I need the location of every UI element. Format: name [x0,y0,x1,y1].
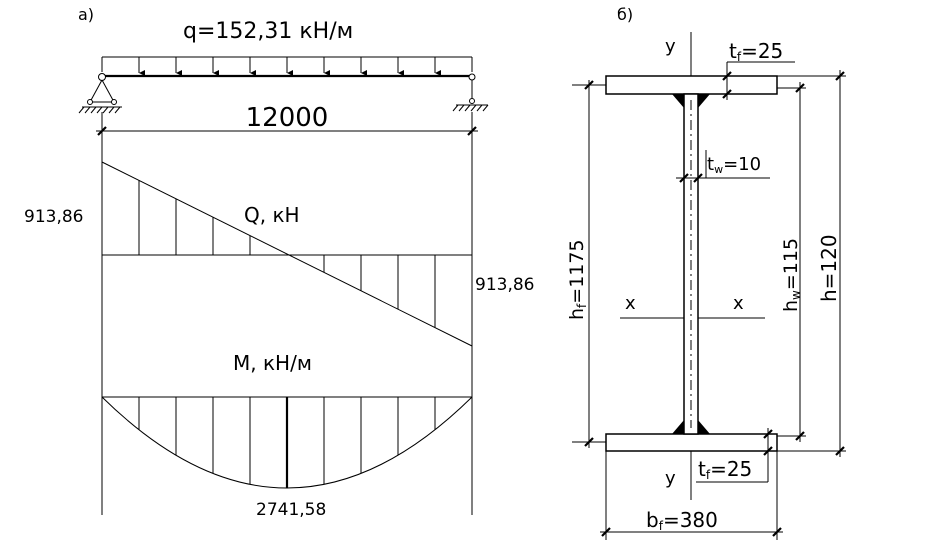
weld-bottom-right [698,420,710,434]
i-beam-section-panel: б) y y x x tf=25 [566,5,846,540]
tf-top-dimension: tf=25 [722,39,795,100]
distributed-load-label: q=152,31 кН/м [183,19,353,44]
h-dimension: h=120 [777,70,846,457]
hw-label: hw=115 [780,238,803,312]
tf-top-label: tf=25 [729,39,783,64]
bf-dimension: bf=380 [600,451,783,540]
hw-dimension: hw=115 [777,82,806,442]
tf-bottom-label: tf=25 [698,457,752,482]
moment-max-value: 2741,58 [256,500,326,520]
bottom-flange [605,433,778,452]
distributed-load [101,56,473,76]
bf-label: bf=380 [646,508,718,533]
weld-top-right [698,94,710,108]
bending-moment-diagram: М, кН/м 2741,58 [101,351,473,520]
span-label: 12000 [246,103,329,133]
moment-title: М, кН/м [233,351,312,375]
weld-top-left [672,94,684,108]
y-axis-label-bottom: y [665,468,676,489]
pinned-support-left [78,73,122,114]
panel-b-label: б) [617,5,633,24]
span-dimension: 12000 [96,103,478,515]
panel-a-label: а) [78,5,94,24]
shear-left-value: 913,86 [24,207,83,227]
shear-title: Q, кН [244,203,300,227]
weld-bottom-left [672,420,684,434]
shear-force-diagram: Q, кН 913,86 913,86 [24,161,534,347]
beam-diagram-panel: а) q=152,31 кН/м [24,5,534,520]
roller-support-right [452,73,489,112]
hf-label: hf=1175 [566,239,589,320]
hf-dimension: hf=1175 [566,80,606,448]
h-label: h=120 [817,234,841,302]
tw-label: tw=10 [707,154,761,176]
tw-dimension: tw=10 [676,150,770,183]
tf-bottom-dimension: tf=25 [696,428,773,483]
shear-right-value: 913,86 [475,275,534,295]
i-beam-section [605,75,778,452]
x-axis-label-right: x [733,293,744,314]
x-axis-label-left: x [625,293,636,314]
top-flange [605,75,778,95]
y-axis-label-top: y [665,36,676,57]
